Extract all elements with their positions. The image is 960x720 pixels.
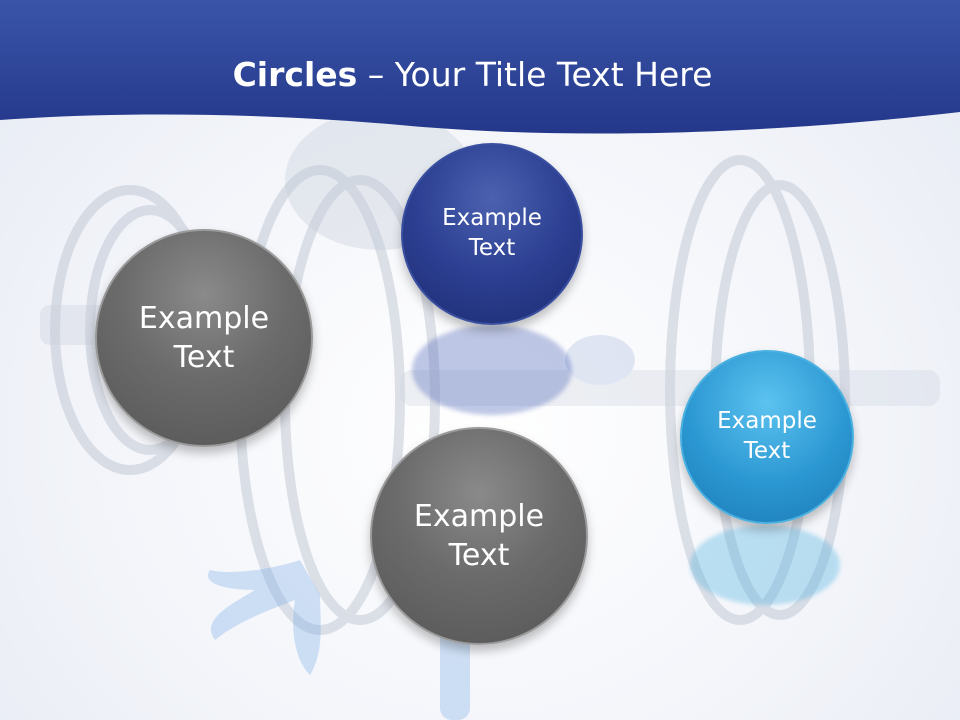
title-rest: – Your Title Text Here (357, 55, 713, 94)
circle-gray-bottom[interactable]: Example Text (370, 427, 588, 645)
circle-label: Example Text (717, 408, 817, 464)
circle-navy-top[interactable]: Example Text (401, 143, 583, 325)
blue-circle-reflection (690, 525, 840, 605)
header-band: Circles – Your Title Text Here (0, 0, 960, 140)
circle-label: Example Text (413, 499, 545, 573)
circle-label: Example Text (442, 205, 542, 261)
navy-circle-reflection (412, 325, 572, 415)
circle-gray-left[interactable]: Example Text (95, 229, 313, 447)
circle-blue-right[interactable]: Example Text (680, 350, 854, 524)
title-bold: Circles (232, 55, 358, 94)
slide-title: Circles – Your Title Text Here (0, 55, 945, 94)
header-wave-shape (0, 0, 960, 134)
circle-label: Example Text (138, 301, 270, 375)
